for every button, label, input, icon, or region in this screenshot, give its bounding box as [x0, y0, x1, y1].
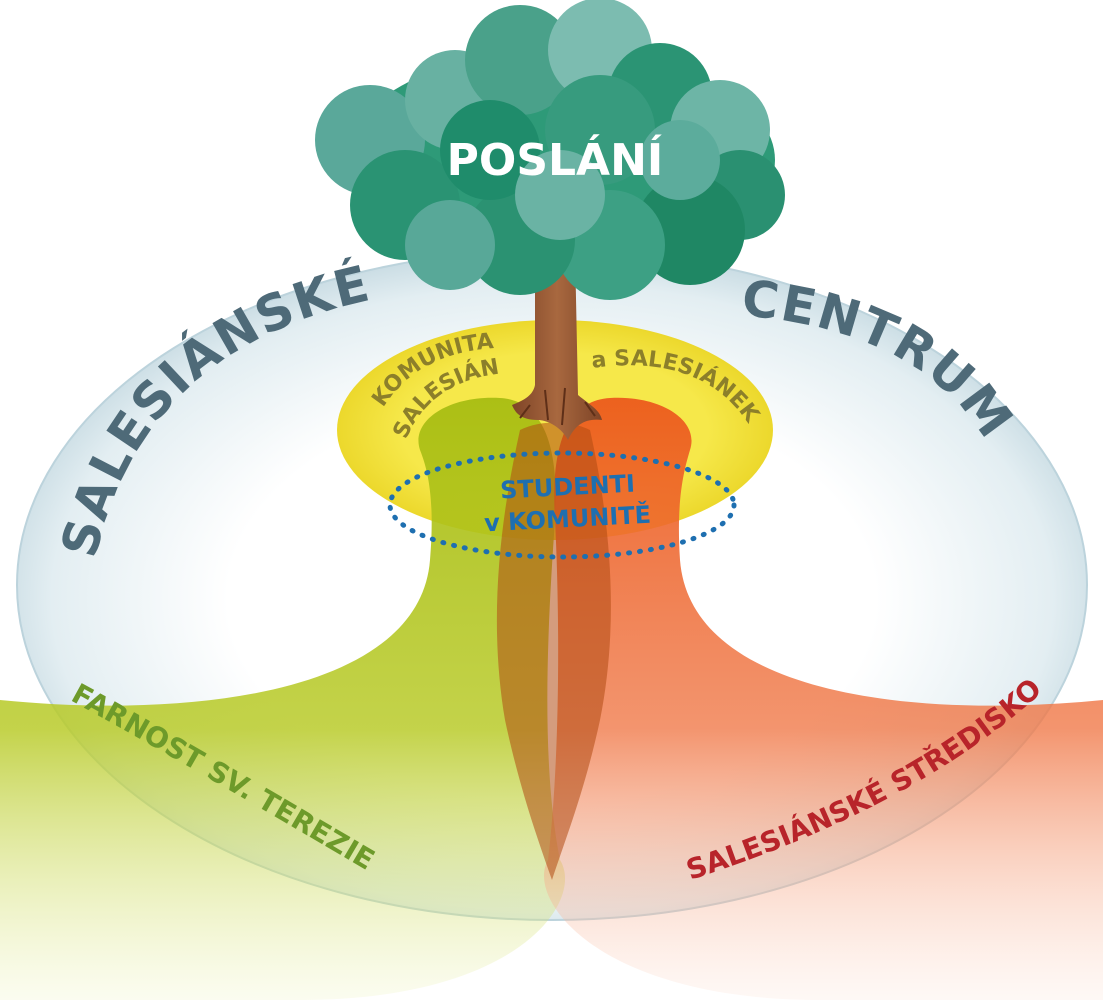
parish-branch	[0, 397, 565, 1000]
students-ellipse	[387, 450, 737, 560]
root-lines	[519, 387, 596, 426]
tree-trunk	[512, 250, 602, 440]
centre-branch	[544, 397, 1103, 1000]
tree-crown	[315, 0, 785, 300]
diagram-title: POSLÁNÍ	[447, 133, 664, 186]
overlap-area	[496, 422, 611, 880]
